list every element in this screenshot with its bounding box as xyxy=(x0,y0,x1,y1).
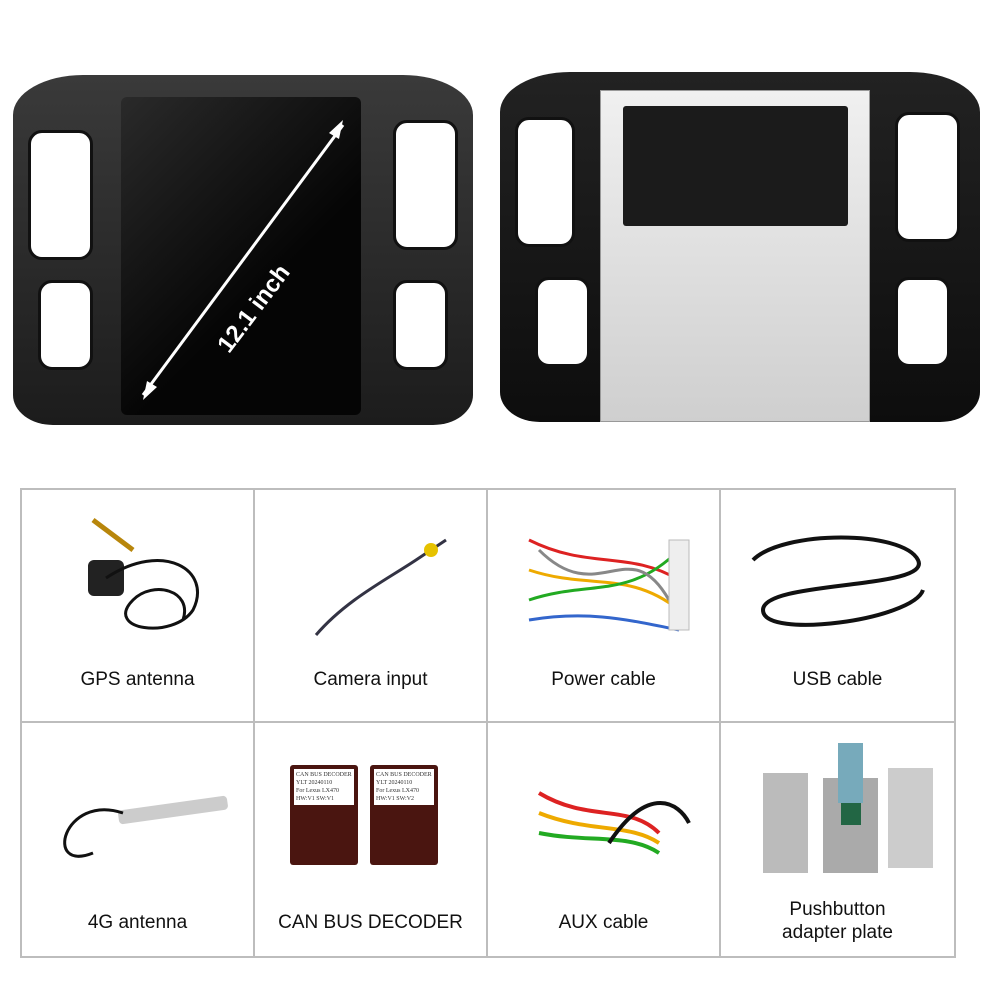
sticker-car: For Lexus LX470 xyxy=(376,788,419,794)
sticker-hw: HW:V1 xyxy=(296,796,315,802)
aux-cable-photo-icon xyxy=(537,791,691,855)
accessory-label: Power cable xyxy=(551,669,656,690)
accessory-camera-input: Camera input xyxy=(255,490,488,723)
accessory-label: USB cable xyxy=(792,669,883,690)
label-line-2: adapter plate xyxy=(782,922,893,943)
sticker-title: CAN BUS DECODER xyxy=(296,772,352,778)
gps-antenna-photo-icon xyxy=(87,518,199,630)
accessory-power-cable: Power cable xyxy=(488,490,721,723)
accessory-label: 4G antenna xyxy=(87,912,188,933)
accessory-label: Camera input xyxy=(313,669,428,690)
4g-antenna-photo-icon xyxy=(62,795,228,858)
usb-cable-photo-icon xyxy=(751,535,925,627)
accessories-grid: GPS antenna Camera input Power cable USB… xyxy=(20,488,956,958)
diagonal-arrow-icon xyxy=(141,120,345,400)
power-harness-photo-icon xyxy=(527,538,689,632)
accessory-aux-cable: AUX cable xyxy=(488,723,721,956)
label-line-1: Pushbutton xyxy=(789,899,886,920)
sticker-hw: HW:V1 xyxy=(376,796,395,802)
camera-cable-photo-icon xyxy=(314,538,447,636)
accessory-4g-antenna: 4G antenna xyxy=(22,723,255,956)
sticker-car: For Lexus LX470 xyxy=(296,788,339,794)
accessory-usb-cable: USB cable xyxy=(721,490,954,723)
accessory-label: GPS antenna xyxy=(80,669,195,690)
adapter-plate-photo-icon xyxy=(762,743,933,873)
connector-board xyxy=(623,106,848,226)
chassis-plate xyxy=(600,90,870,422)
display-screen xyxy=(121,97,361,415)
head-unit-back-photo xyxy=(500,72,980,422)
sticker-title: CAN BUS DECODER xyxy=(376,772,432,778)
sticker-sw: SW:V1 xyxy=(316,796,335,802)
accessory-label: AUX cable xyxy=(558,912,649,933)
accessory-label: CAN BUS DECODER xyxy=(278,912,463,933)
head-unit-front-photo: 12.1 inch xyxy=(13,75,473,425)
sticker-sw: SW:V2 xyxy=(396,796,415,802)
sticker-model: YLT 20240110 xyxy=(296,780,333,786)
sticker-model: YLT 20240110 xyxy=(376,780,413,786)
accessory-gps-antenna: GPS antenna xyxy=(22,490,255,723)
